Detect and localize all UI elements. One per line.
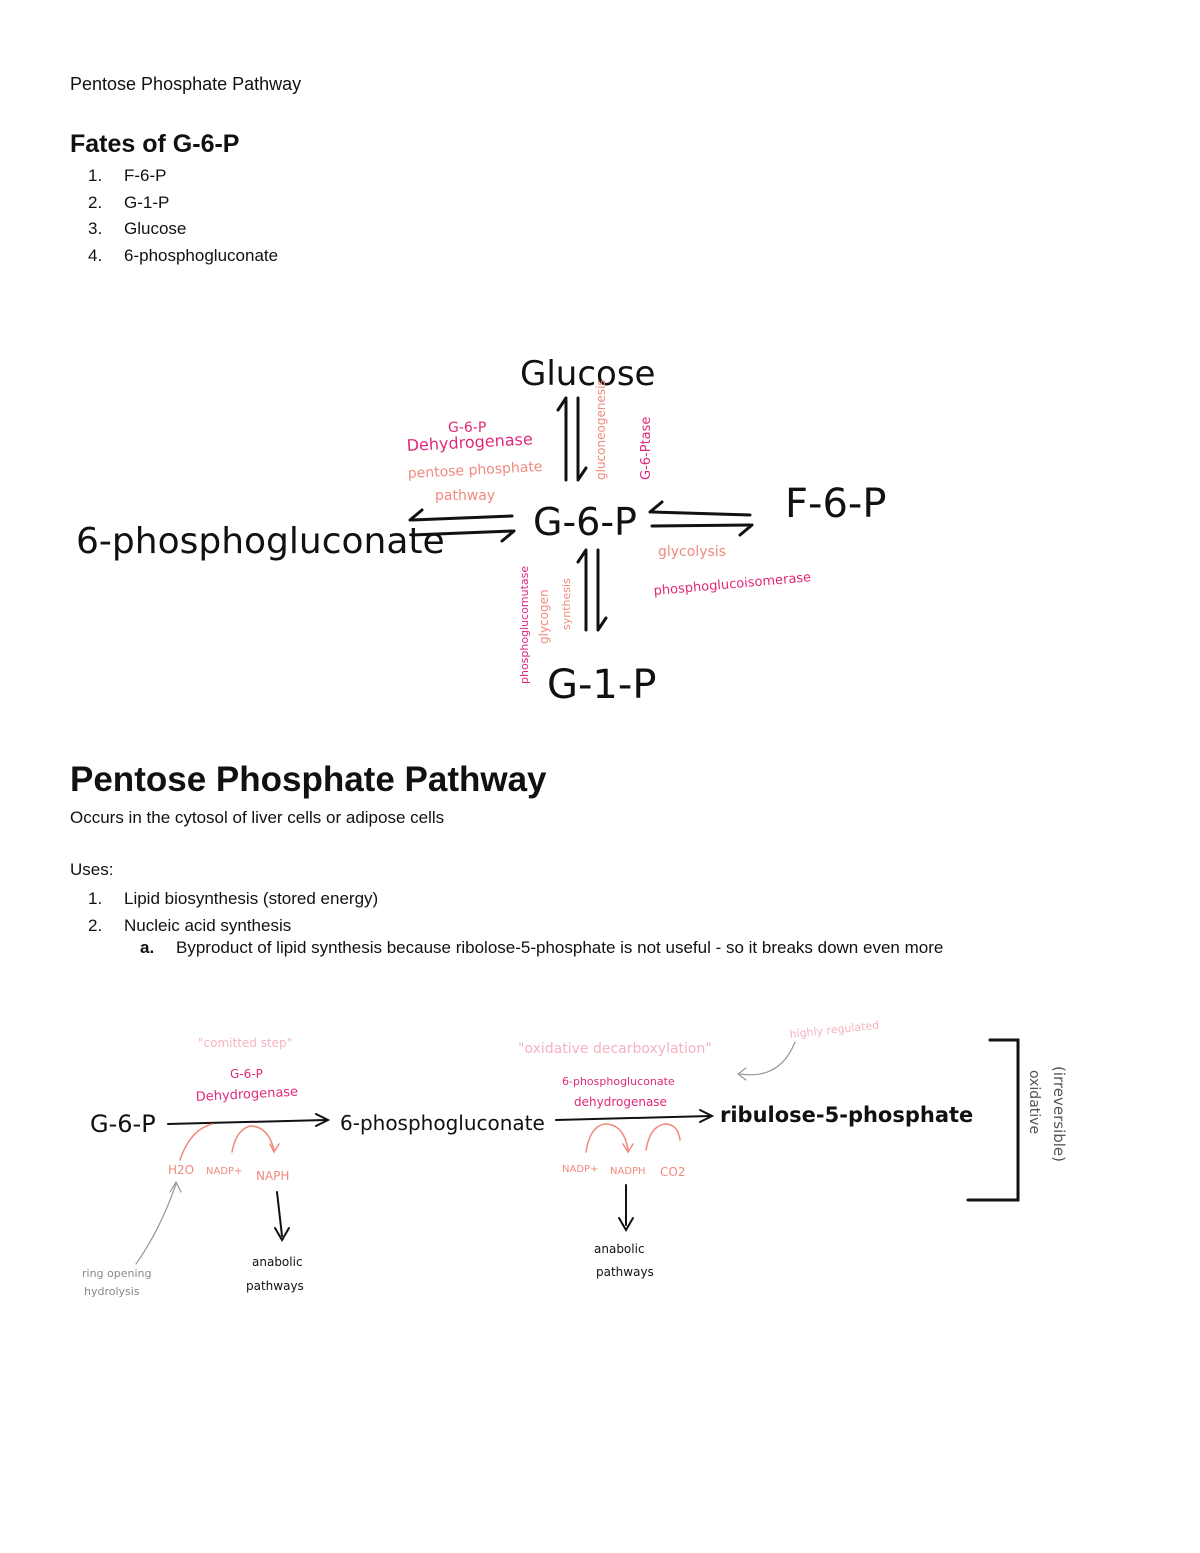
diagram-center-g6p: G-6-P <box>533 500 637 544</box>
left-enzyme-line2: Dehydrogenase <box>406 429 533 455</box>
ring-note-line2: hydrolysis <box>84 1285 140 1298</box>
top-process: gluconeogenesis <box>594 379 608 480</box>
oxidative-label: oxidative <box>1026 1070 1042 1134</box>
list-item: 2.G-1-P <box>88 192 170 212</box>
list-item: 1.F-6-P <box>88 166 167 185</box>
cofactor-naph: NAPH <box>256 1169 289 1183</box>
irreversible-label: (irreversible) <box>1050 1066 1068 1162</box>
committed-note: "comitted step" <box>198 1036 292 1050</box>
cofactor-nadp-2: NADP+ <box>562 1164 598 1175</box>
cofactor-nadph: NADPH <box>610 1166 646 1177</box>
uses-list: 1.Lipid biosynthesis (stored energy) 2.N… <box>70 886 378 939</box>
top-enzyme: G-6-Ptase <box>639 417 654 480</box>
anabolic2-line1: anabolic <box>594 1242 645 1256</box>
list-item: 4.6-phosphogluconate <box>88 245 279 265</box>
left-process-line1: pentose phosphate <box>407 459 543 482</box>
cofactor-co2: CO2 <box>660 1165 685 1179</box>
list-item: 2.Nucleic acid synthesis <box>88 915 292 935</box>
regulated-note: highly regulated <box>789 1019 880 1041</box>
page-header: Pentose Phosphate Pathway <box>70 74 302 94</box>
bottom-enzyme: phosphoglucomutase <box>518 566 531 684</box>
left-process-line2: pathway <box>435 488 495 504</box>
cofactor-nadp-1: NADP+ <box>206 1166 242 1177</box>
left-enzyme-line1: G-6-P <box>448 420 486 436</box>
uses-label: Uses: <box>70 860 114 879</box>
anabolic1-line1: anabolic <box>252 1255 303 1269</box>
ox-start-g6p: G-6-P <box>90 1110 156 1138</box>
ox-end-r5p: ribulose-5-phosphate <box>720 1103 973 1127</box>
bottom-process-2: synthesis <box>560 578 573 630</box>
ox-mid-6pg: 6-phosphogluconate <box>340 1111 545 1135</box>
enzyme1-line1: G-6-P <box>230 1067 263 1081</box>
enzyme2-line1: 6-phosphogluconate <box>562 1075 675 1088</box>
fates-list: 1.F-6-P 2.G-1-P 3.Glucose 4.6-phosphoglu… <box>70 163 278 269</box>
oxid-note: "oxidative decarboxylation" <box>518 1041 712 1057</box>
fates-heading: Fates of G-6-P <box>70 130 240 158</box>
ppp-location: Occurs in the cytosol of liver cells or … <box>70 808 445 827</box>
diagram-top-glucose: Glucose <box>520 354 655 394</box>
diagram-bottom-g1p: G-1-P <box>547 662 656 708</box>
ring-note-line1: ring opening <box>82 1267 152 1280</box>
cofactor-h2o: H2O <box>168 1163 194 1177</box>
enzyme1-line2: Dehydrogenase <box>195 1085 298 1105</box>
anabolic1-line2: pathways <box>246 1279 304 1293</box>
ppp-heading: Pentose Phosphate Pathway <box>70 760 547 799</box>
enzyme2-line2: dehydrogenase <box>574 1095 667 1109</box>
right-process: glycolysis <box>658 544 726 560</box>
list-item: 3.Glucose <box>88 219 187 238</box>
bottom-process-1: glycogen <box>537 589 551 644</box>
diagram-right-f6p: F-6-P <box>785 481 886 527</box>
diagram-left-6pg: 6-phosphogluconate <box>76 521 445 562</box>
anabolic2-line2: pathways <box>596 1265 654 1279</box>
right-enzyme: phosphoglucoisomerase <box>653 570 812 599</box>
list-item: 1.Lipid biosynthesis (stored energy) <box>88 889 379 908</box>
